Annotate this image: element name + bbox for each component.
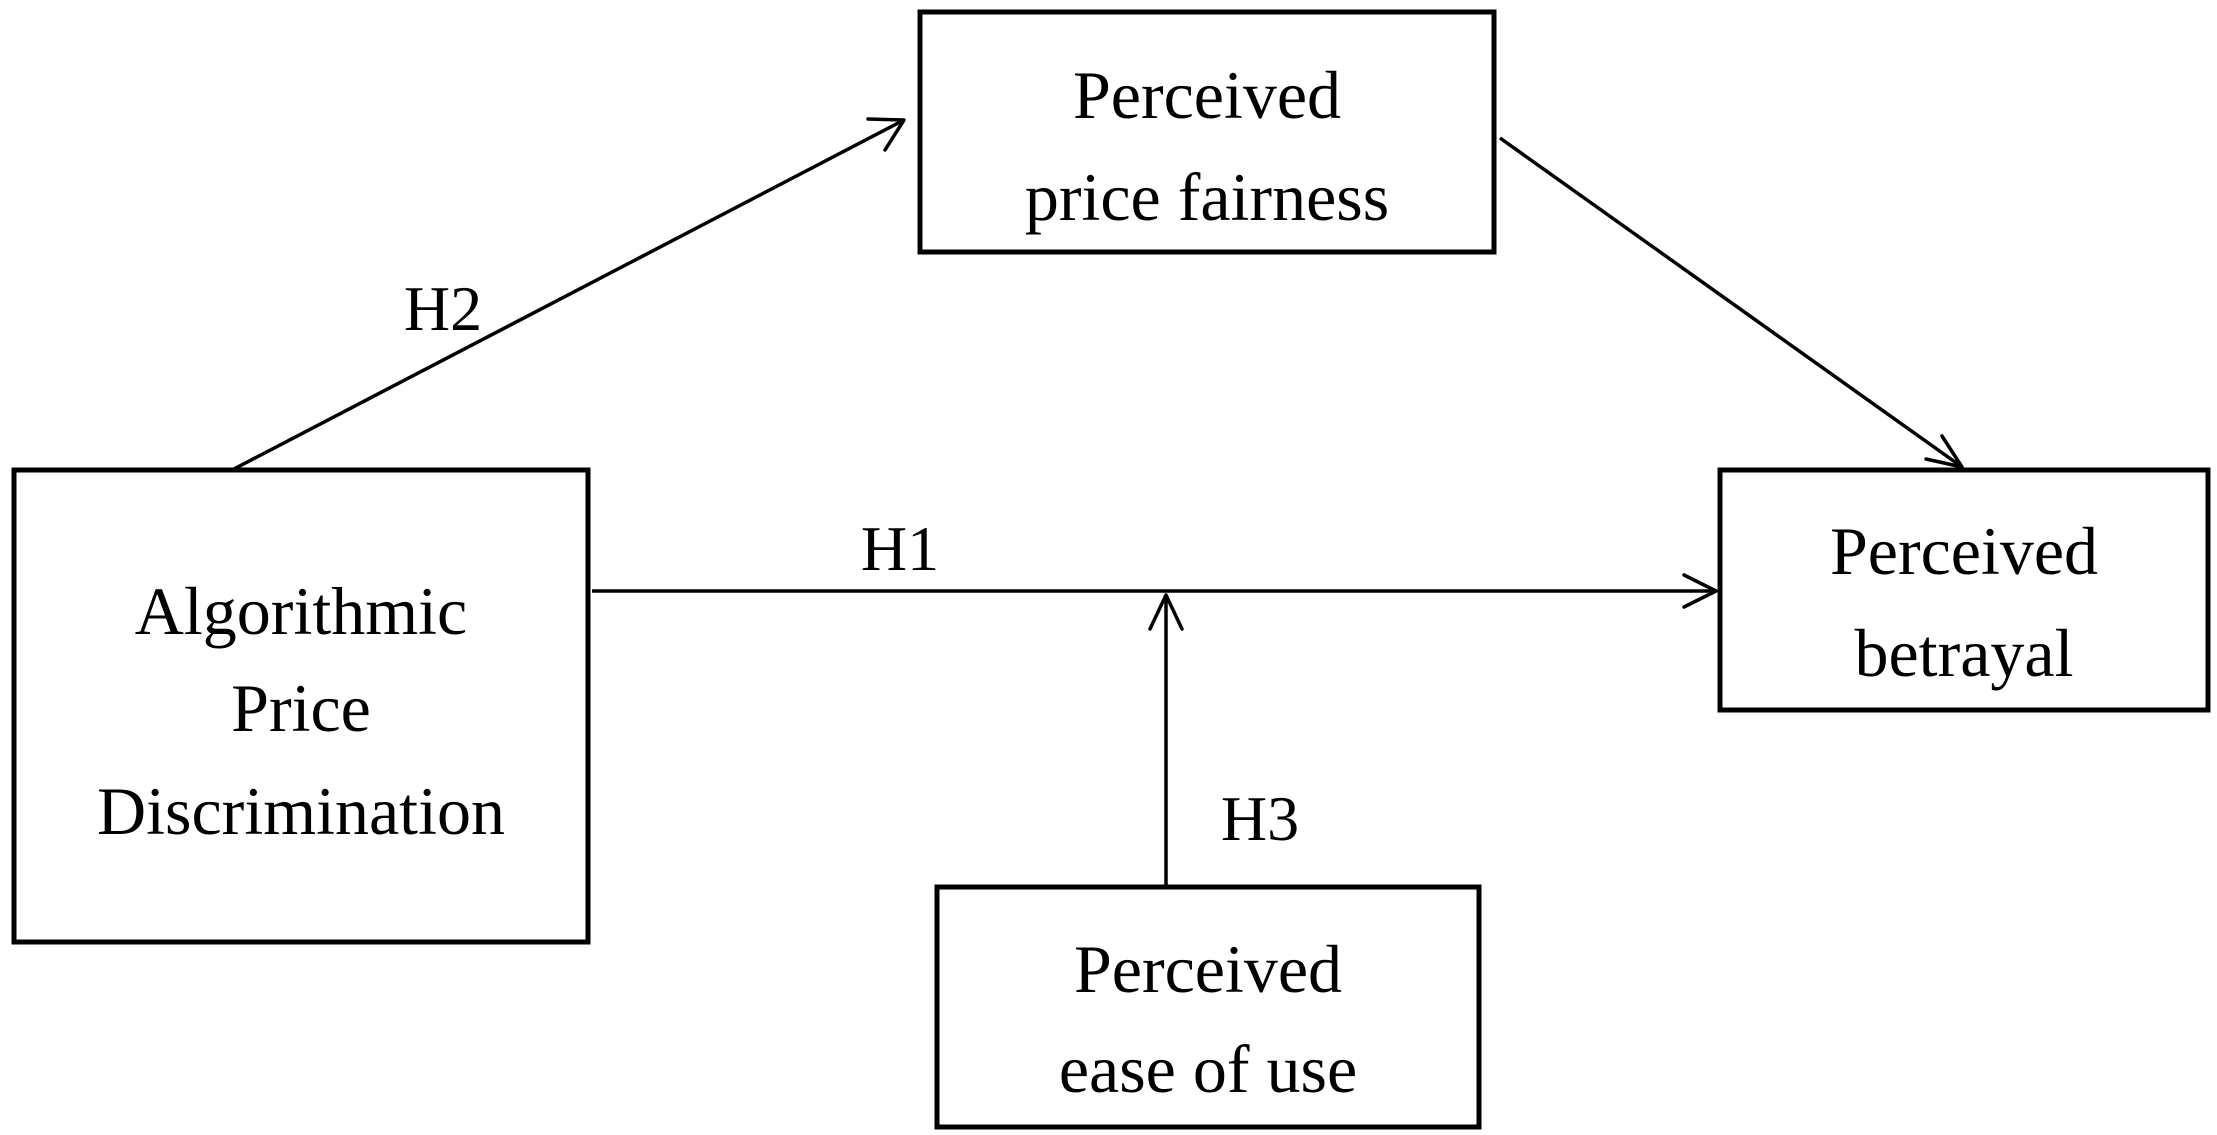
edge-h1-label: H1: [861, 513, 939, 584]
edge-fairness-to-betrayal: [1498, 136, 1964, 469]
node-box-algorithmic-price-discrimination: [11, 467, 591, 945]
edge-h3: H3: [1148, 593, 1299, 885]
edge-h3-label: H3: [1221, 783, 1299, 854]
node-label-line-3: Discrimination: [97, 773, 505, 849]
edge-h1: H1: [592, 513, 1718, 609]
edge-h2-line: [231, 118, 905, 472]
node-label-line-2: ease of use: [1059, 1031, 1357, 1107]
node-box-perceived-price-fairness: [917, 9, 1497, 255]
edge-h2-arrowhead-icon: [866, 117, 906, 152]
node-perceived-betrayal: Perceived betrayal: [1717, 467, 2211, 713]
edge-fairness-to-betrayal-arrowhead-icon: [1924, 434, 1964, 469]
node-algorithmic-price-discrimination: Algorithmic Price Discrimination: [11, 467, 591, 945]
node-label-line-1: Perceived: [1830, 513, 2098, 589]
node-label-line-1: Algorithmic: [135, 573, 467, 649]
node-perceived-price-fairness: Perceived price fairness: [917, 9, 1497, 255]
node-box-perceived-ease-of-use: [934, 884, 1482, 1130]
node-label-line-2: betrayal: [1855, 615, 2074, 691]
edge-h3-arrowhead-icon: [1148, 593, 1184, 631]
node-label-line-1: Perceived: [1074, 931, 1342, 1007]
edge-h2-label: H2: [404, 273, 482, 344]
edge-h1-arrowhead-icon: [1682, 573, 1718, 609]
edge-h2: H2: [231, 117, 906, 472]
node-box-perceived-betrayal: [1717, 467, 2211, 713]
node-label-line-1: Perceived: [1073, 57, 1341, 133]
edge-fairness-to-betrayal-line: [1498, 136, 1964, 469]
node-label-line-2: price fairness: [1025, 159, 1389, 235]
node-perceived-ease-of-use: Perceived ease of use: [934, 884, 1482, 1130]
node-label-line-2: Price: [231, 670, 371, 746]
